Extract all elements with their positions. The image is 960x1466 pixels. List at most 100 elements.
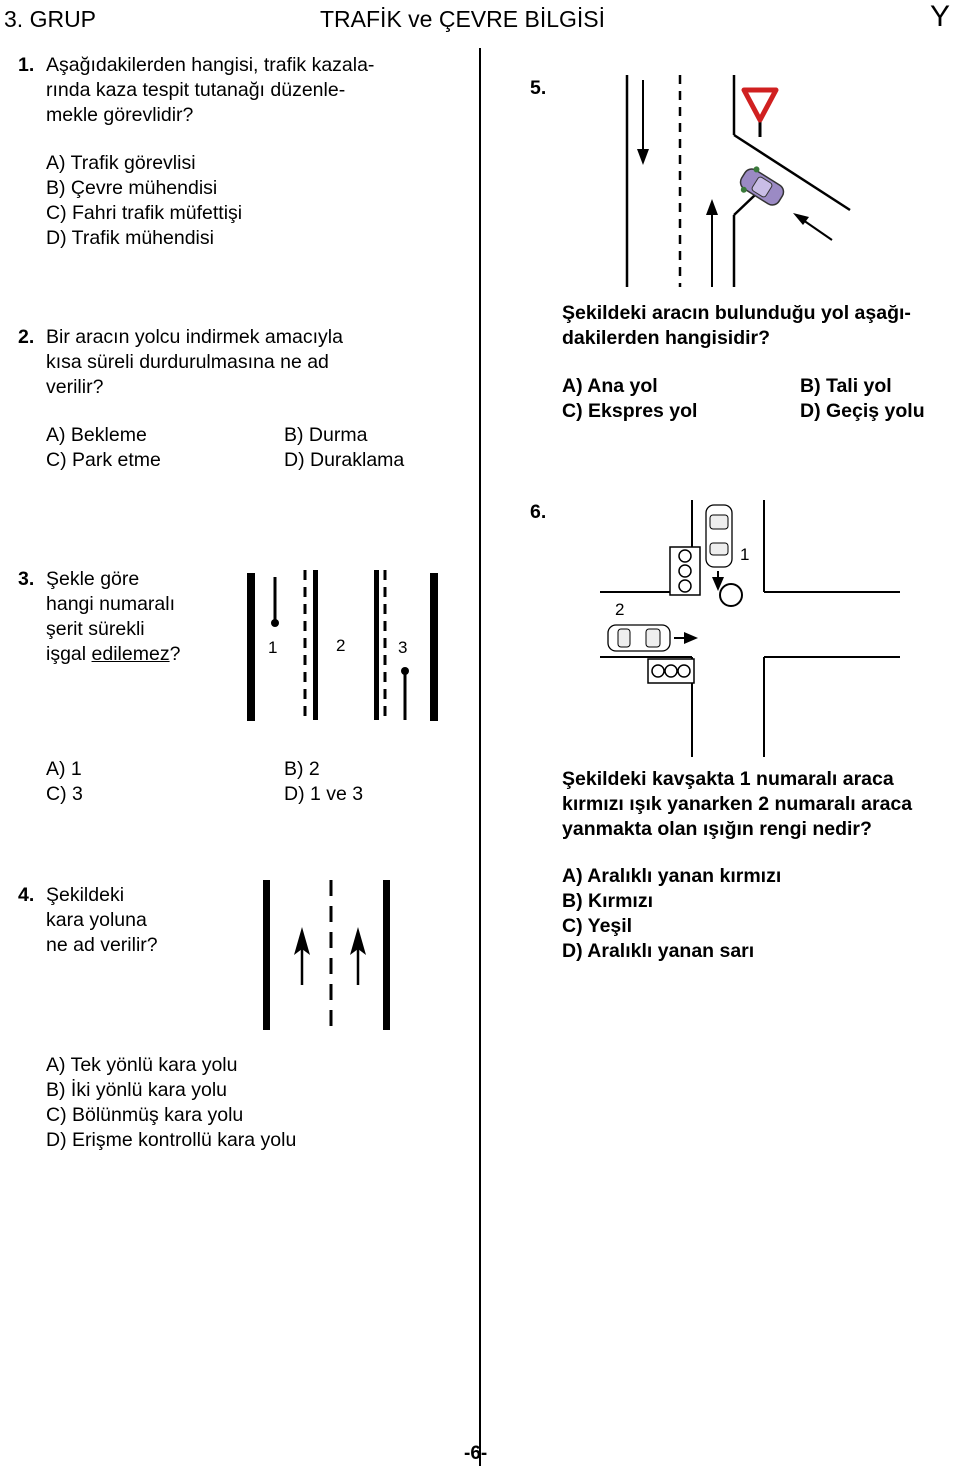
question-6-number: 6.	[530, 501, 547, 523]
light-lamp	[678, 564, 692, 578]
question-2-number: 2.	[18, 326, 35, 348]
road-edge-right	[383, 880, 390, 1030]
question-3-stem-line: hangi numaralı	[46, 593, 175, 615]
question-5-option-c[interactable]: C) Ekspres yol	[562, 400, 698, 422]
column-divider	[479, 48, 481, 1466]
question-3-option-b[interactable]: B) 2	[284, 758, 320, 780]
question-2-stem-line: verilir?	[46, 376, 104, 398]
vehicle-marker-3	[401, 667, 409, 675]
car-wheel	[740, 186, 747, 193]
question-2-option-c[interactable]: C) Park etme	[46, 449, 161, 471]
car-body	[607, 624, 671, 652]
question-5-option-b[interactable]: B) Tali yol	[800, 375, 892, 397]
car-window	[751, 176, 773, 198]
arrow-up-left-head	[294, 927, 310, 955]
car-2-icon	[607, 624, 671, 652]
traffic-light-vertical-icon	[669, 546, 701, 596]
question-1-stem-line: mekle görevlidir?	[46, 104, 194, 126]
vehicle-marker-1	[271, 619, 279, 627]
slip-road-edge-lower	[733, 194, 756, 216]
traffic-light-horizontal-icon	[647, 658, 695, 684]
question-3-options: A) 1 B) 2 C) 3 D) 1 ve 3	[46, 757, 466, 807]
arrow-down-head	[637, 149, 649, 165]
light-lamp	[651, 664, 665, 678]
question-1-stem-line: rında kaza tespit tutanağı düzenle-	[46, 79, 346, 101]
question-1-option-a[interactable]: A) Trafik görevlisi	[46, 152, 196, 174]
question-1-stem-line: Aşağıdakilerden hangisi, trafik kazala-	[46, 54, 375, 76]
question-5-options: A) Ana yol B) Tali yol C) Ekspres yol D)…	[562, 374, 952, 424]
junction-figure	[625, 75, 851, 287]
booklet-letter: Y	[930, 0, 951, 33]
question-4-stem-line: Şekildeki	[46, 884, 125, 906]
yield-sign-icon	[741, 87, 779, 123]
subject-title: TRAFİK ve ÇEVRE BİLGİSİ	[320, 6, 606, 32]
page-number: -6-	[464, 1443, 488, 1464]
lanes-figure	[247, 570, 438, 721]
question-1-option-d[interactable]: D) Trafik mühendisi	[46, 227, 214, 249]
question-5-option-d[interactable]: D) Geçiş yolu	[800, 400, 925, 422]
group-label: 3. GRUP	[4, 6, 97, 32]
question-2-stem-line: Bir aracın yolcu indirmek amacıyla	[46, 326, 343, 348]
question-6-stem-line: Şekildeki kavşakta 1 numaralı araca	[562, 768, 894, 790]
lane-line-solid	[313, 570, 318, 720]
question-4-stem-line: kara yoluna	[46, 909, 147, 931]
question-6-option-a[interactable]: A) Aralıklı yanan kırmızı	[562, 865, 782, 887]
car-body	[705, 504, 733, 568]
question-6-option-c[interactable]: C) Yeşil	[562, 915, 633, 937]
car-1-arrow-head	[712, 577, 724, 591]
question-5-stem: Şekildeki aracın bulunduğu yol aşağı- da…	[562, 301, 911, 351]
light-lamp	[677, 664, 691, 678]
question-6-option-d[interactable]: D) Aralıklı yanan sarı	[562, 940, 755, 962]
light-lamp	[678, 549, 692, 563]
question-3-option-c[interactable]: C) 3	[46, 783, 83, 805]
vehicle-label-2: 2	[615, 600, 625, 619]
road-edge-left	[247, 573, 255, 721]
car-window	[709, 514, 729, 530]
question-5-stem-line: dakilerden hangisidir?	[562, 327, 771, 349]
light-lamp	[664, 664, 678, 678]
question-1-option-b[interactable]: B) Çevre mühendisi	[46, 177, 218, 199]
question-5-option-a[interactable]: A) Ana yol	[562, 375, 658, 397]
question-4-number: 4.	[18, 884, 35, 906]
question-4-option-a[interactable]: A) Tek yönlü kara yolu	[46, 1054, 238, 1076]
lane-label-3: 3	[398, 638, 408, 657]
slip-road-edge-upper	[733, 133, 851, 212]
question-1-option-c[interactable]: C) Fahri trafik müfettişi	[46, 202, 243, 224]
question-3-stem-line: işgal edilemez?	[46, 643, 181, 665]
question-4-option-b[interactable]: B) İki yönlü kara yolu	[46, 1079, 227, 1101]
question-3-stem-line: şerit sürekli	[46, 618, 145, 640]
question-4-stem-line: ne ad verilir?	[46, 934, 158, 956]
question-5-stem-line: Şekildeki aracın bulunduğu yol aşağı-	[562, 302, 911, 324]
car-1-icon	[705, 504, 733, 568]
car-window	[617, 628, 631, 648]
light-lamp	[678, 579, 692, 593]
question-6-stem-line: yanmakta olan ışığın rengi nedir?	[562, 818, 872, 840]
question-2-option-d[interactable]: D) Duraklama	[284, 449, 405, 471]
road-edge-left	[263, 880, 270, 1030]
lane-label-2: 2	[336, 636, 346, 655]
question-3-number: 3.	[18, 568, 35, 590]
vehicle-label-1: 1	[740, 545, 750, 564]
lane-label-1: 1	[268, 638, 278, 657]
question-6-options: A) Aralıklı yanan kırmızı B) Kırmızı C) …	[562, 864, 781, 964]
question-4-options: A) Tek yönlü kara yolu B) İki yönlü kara…	[46, 1053, 296, 1153]
car-window	[709, 542, 729, 556]
question-2-option-a[interactable]: A) Bekleme	[46, 424, 147, 446]
car-wheel	[753, 166, 760, 173]
question-3-option-d[interactable]: D) 1 ve 3	[284, 783, 364, 805]
question-4-option-d[interactable]: D) Erişme kontrollü kara yolu	[46, 1129, 297, 1151]
question-4-option-c[interactable]: C) Bölünmüş kara yolu	[46, 1104, 244, 1126]
car-2-arrow-head	[684, 632, 698, 644]
arrow-up-head	[706, 199, 718, 215]
slip-arrow-head	[793, 213, 809, 225]
car-icon	[739, 166, 785, 206]
question-5-number: 5.	[530, 77, 547, 99]
question-3-emphasis: edilemez	[91, 643, 170, 665]
road-edge-right	[430, 573, 438, 721]
question-2-option-b[interactable]: B) Durma	[284, 424, 368, 446]
question-6-option-b[interactable]: B) Kırmızı	[562, 890, 654, 912]
lane-line-solid	[374, 570, 379, 720]
slip-arrow-shaft	[802, 219, 833, 241]
question-3-stem-line: Şekle göre	[46, 568, 140, 590]
question-3-option-a[interactable]: A) 1	[46, 758, 82, 780]
